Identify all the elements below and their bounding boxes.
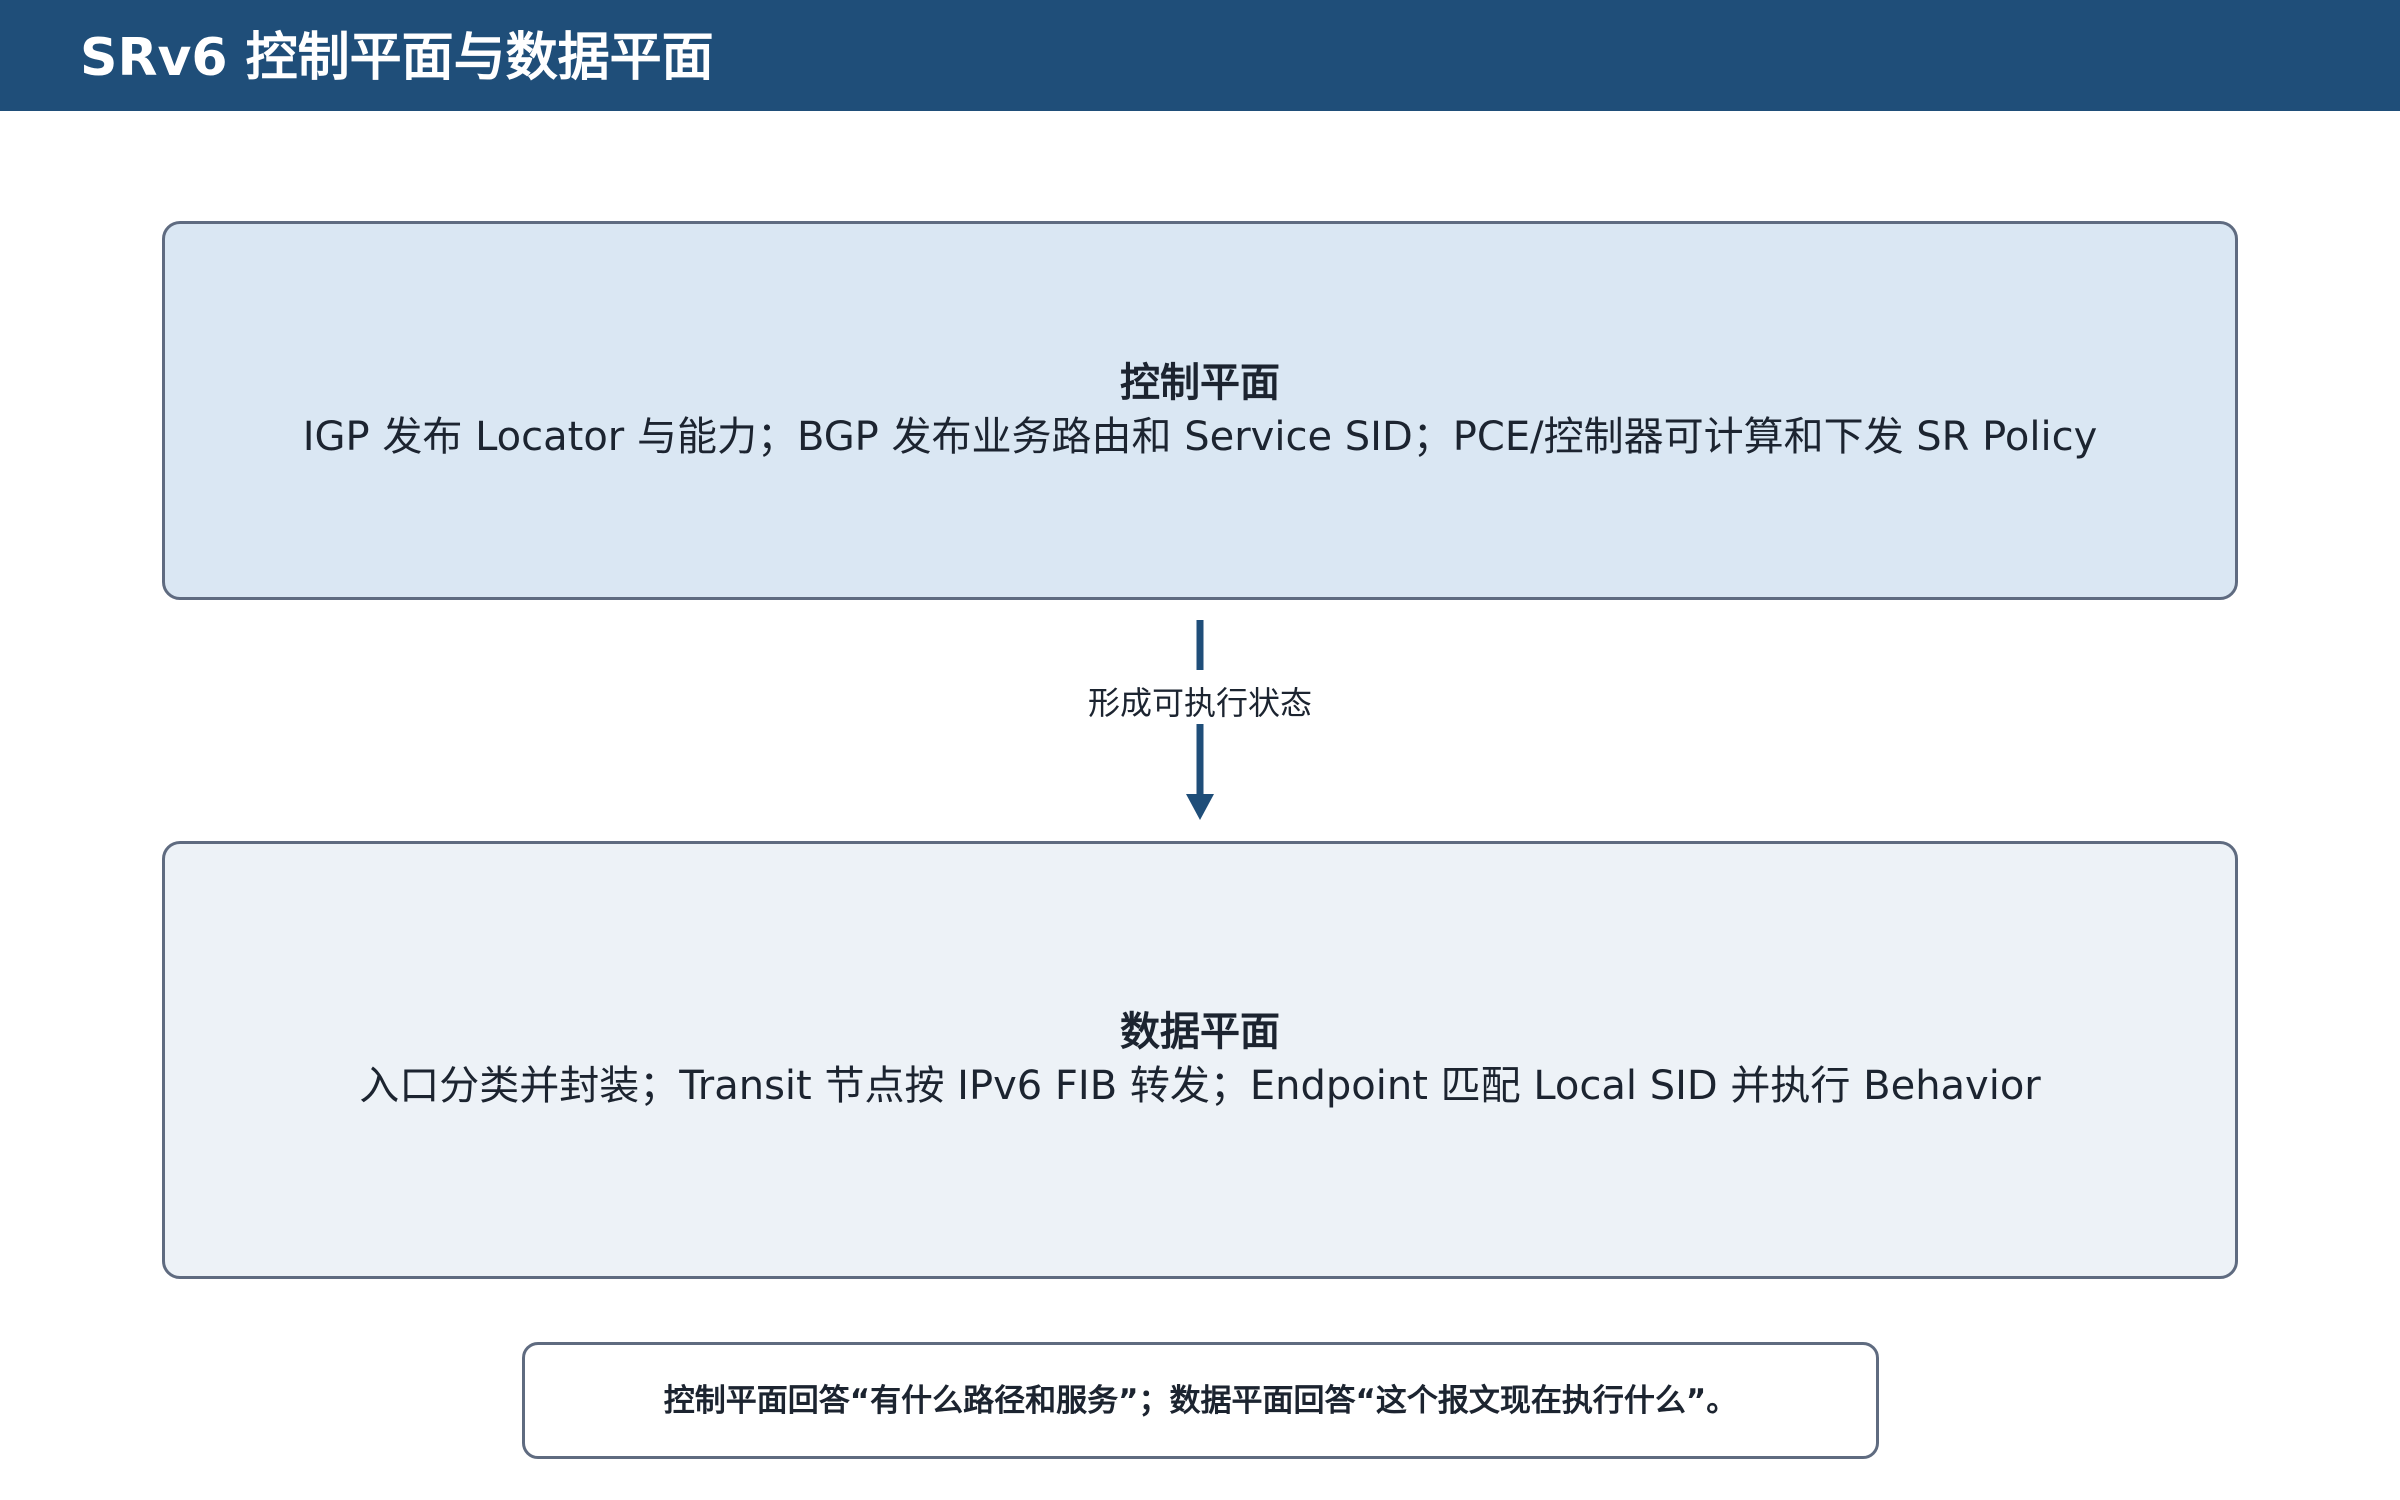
header-bar: SRv6 控制平面与数据平面 <box>0 0 2400 111</box>
arrow-label: 形成可执行状态 <box>1087 684 1312 722</box>
summary-note: 控制平面回答“有什么路径和服务”；数据平面回答“这个报文现在执行什么”。 <box>522 1342 1879 1459</box>
data-plane-box: 数据平面 入口分类并封装；Transit 节点按 IPv6 FIB 转发；End… <box>162 841 2238 1279</box>
control-plane-title: 控制平面 <box>1120 359 1280 406</box>
control-plane-description: IGP 发布 Locator 与能力；BGP 发布业务路由和 Service S… <box>302 413 2098 460</box>
control-plane-box: 控制平面 IGP 发布 Locator 与能力；BGP 发布业务路由和 Serv… <box>162 221 2238 600</box>
page-title: SRv6 控制平面与数据平面 <box>80 28 714 88</box>
data-plane-title: 数据平面 <box>1120 1009 1280 1055</box>
flow-arrow <box>1186 620 1214 820</box>
summary-text: 控制平面回答“有什么路径和服务”；数据平面回答“这个报文现在执行什么”。 <box>663 1382 1738 1419</box>
arrow-head <box>1186 794 1214 820</box>
data-plane-description: 入口分类并封装；Transit 节点按 IPv6 FIB 转发；Endpoint… <box>359 1063 2041 1109</box>
